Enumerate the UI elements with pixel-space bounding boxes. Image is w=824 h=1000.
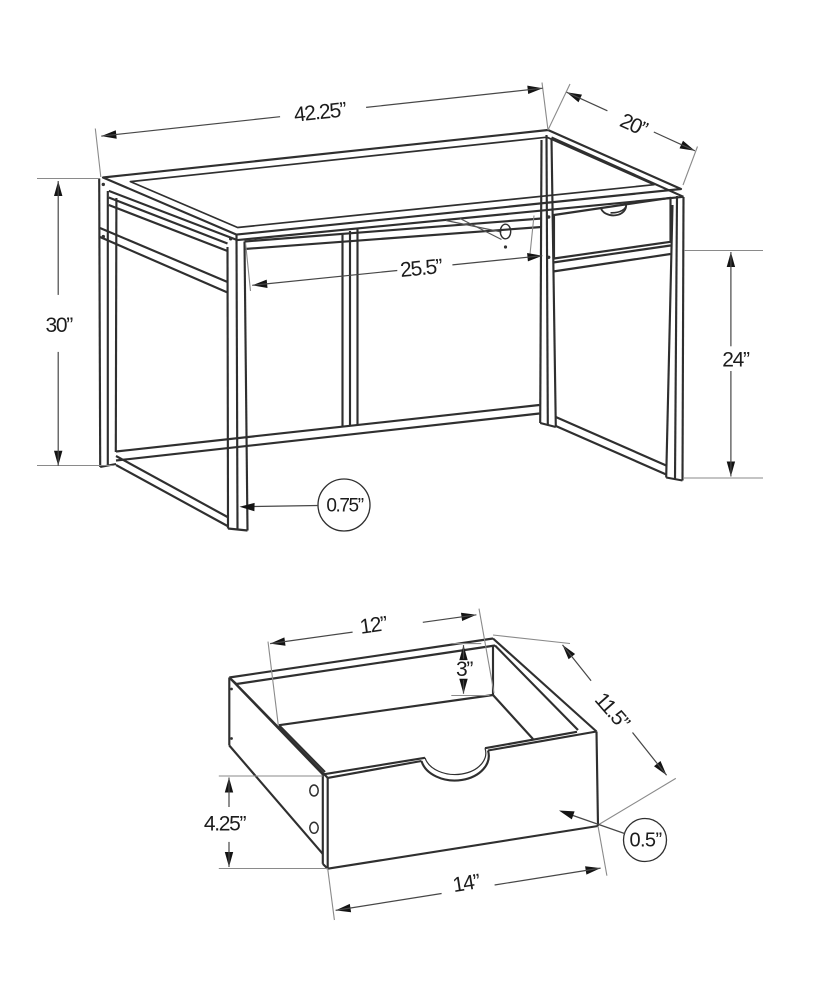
- svg-text:12”: 12”: [358, 612, 389, 639]
- svg-text:3”: 3”: [456, 658, 473, 681]
- svg-text:4.25”: 4.25”: [204, 813, 247, 836]
- svg-text:30”: 30”: [45, 314, 73, 337]
- svg-text:42.25”: 42.25”: [293, 98, 348, 127]
- svg-text:25.5”: 25.5”: [399, 255, 444, 282]
- svg-text:0.75”: 0.75”: [326, 496, 363, 517]
- svg-text:0.5”: 0.5”: [629, 830, 661, 852]
- svg-text:14”: 14”: [451, 870, 482, 897]
- svg-text:24”: 24”: [722, 349, 750, 372]
